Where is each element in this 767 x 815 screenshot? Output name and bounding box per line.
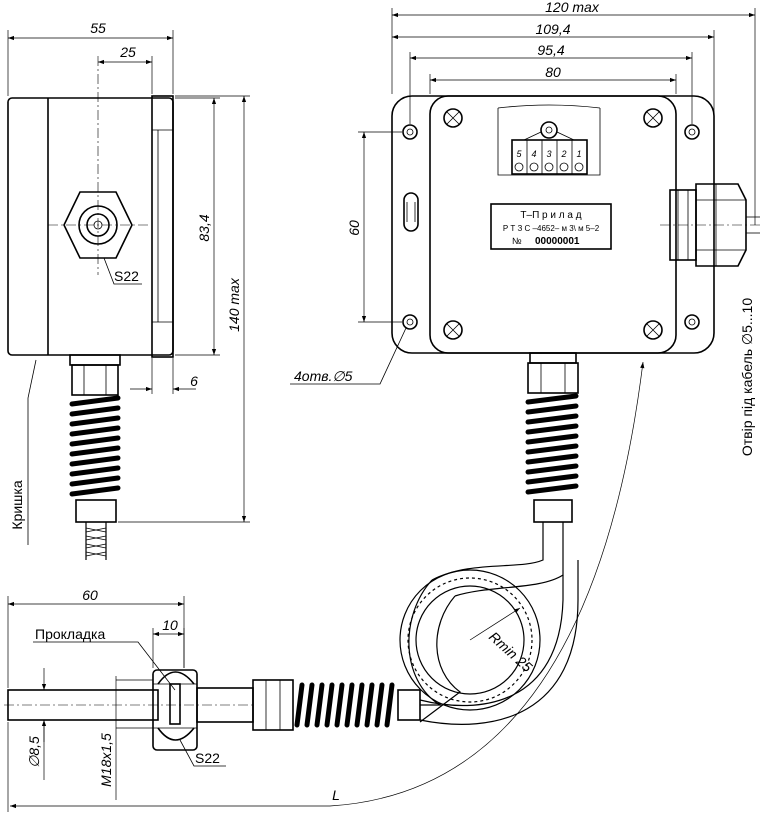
- terminal-5: 5: [516, 149, 522, 159]
- length-dimension: L: [7, 361, 645, 812]
- side-wrench-label: S22: [114, 268, 139, 284]
- terminal-4: 4: [531, 149, 536, 159]
- dim-side-width: 55: [90, 20, 106, 36]
- dim-side-height: 83,4: [196, 214, 212, 241]
- dim-side-center: 25: [119, 44, 136, 60]
- mount-hole-tl: [402, 124, 418, 140]
- dim-front-inner: 80: [545, 64, 561, 80]
- front-view: 5 4 3 2 1 Т–П р и л а д Р Т З С –4652– м…: [290, 0, 762, 523]
- probe-spring: [294, 682, 395, 728]
- dim-front-holes: 95,4: [537, 42, 564, 58]
- dim-bend-radius: Rmin 25: [486, 628, 536, 675]
- mount-hole-br: [684, 314, 700, 330]
- coiled-hose: Rmin 25: [399, 522, 579, 725]
- dim-side-total: 140 max: [226, 277, 242, 332]
- mount-hole-bl: [402, 314, 418, 330]
- probe-wrench-label: S22: [195, 750, 220, 766]
- cable-gland-right: [660, 183, 762, 267]
- dim-side-flange: 6: [190, 373, 198, 389]
- mount-hole-tr: [684, 124, 700, 140]
- terminal-2: 2: [560, 149, 566, 159]
- gasket-label: Прокладка: [35, 626, 105, 642]
- front-spring: [525, 393, 579, 495]
- cover-screws: [443, 108, 663, 340]
- nameplate: Т–П р и л а д Р Т З С –4652– м 3\ м 5–2 …: [490, 203, 612, 250]
- keyhole-slot: [403, 192, 419, 232]
- nameplate-number-sign: №: [512, 236, 522, 246]
- holes-label: 4отв.∅5: [294, 368, 353, 384]
- dim-probe-dia: ∅8,5: [26, 736, 42, 768]
- terminal-block: 5 4 3 2 1: [497, 104, 601, 176]
- dim-probe-nut: 10: [162, 617, 178, 633]
- side-spring: [69, 395, 121, 497]
- dim-probe-thread: M18x1,5: [98, 733, 114, 787]
- side-view: S22 55 25: [7, 20, 250, 560]
- dim-front-width: 109,4: [535, 21, 570, 37]
- terminal-3: 3: [546, 149, 551, 159]
- nameplate-brand: Т–П р и л а д: [520, 210, 581, 221]
- cable-hole-label: Отвір під кабель ∅5...10: [739, 298, 755, 456]
- terminal-1: 1: [576, 149, 581, 159]
- dim-cable-length: L: [332, 787, 340, 803]
- probe-view: 60 10 Прокладка ∅8,5 M18x1,5 S22: [4, 587, 421, 800]
- nameplate-serial: 00000001: [535, 236, 580, 247]
- dim-front-total: 120 max: [545, 0, 600, 15]
- dim-front-height: 60: [346, 220, 362, 236]
- cover-label: Кришка: [9, 480, 25, 529]
- dim-probe-length: 60: [82, 587, 98, 603]
- nameplate-model: Р Т З С –4652– м 3\ м 5–2: [503, 224, 600, 233]
